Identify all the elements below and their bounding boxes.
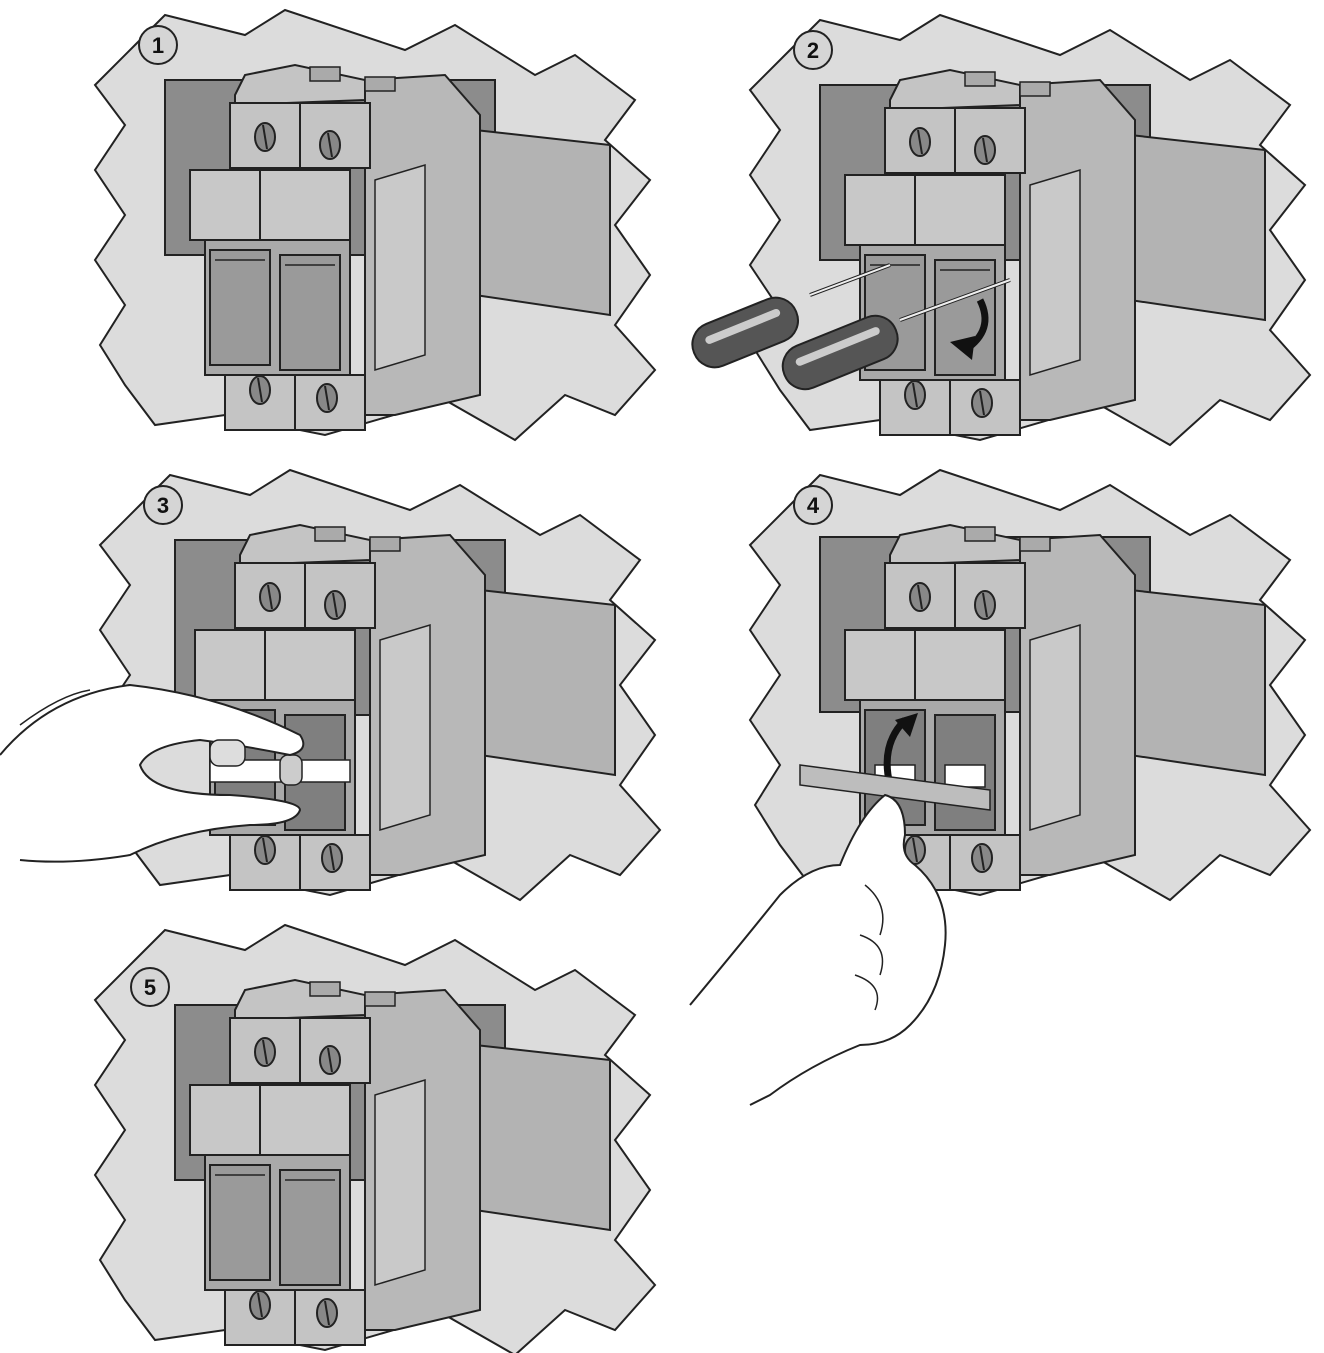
step-badge bbox=[130, 967, 170, 1007]
step-3-illustration: 3 bbox=[0, 469, 661, 901]
fuse-carrier bbox=[799, 764, 991, 811]
step-5-panel: 5 bbox=[94, 924, 665, 1353]
step-number: 5 bbox=[144, 975, 156, 1000]
step-1-panel: 1 bbox=[94, 5, 665, 445]
step-badge bbox=[138, 25, 178, 65]
fuse-cartridge bbox=[209, 739, 246, 767]
step-2-illustration: 2 bbox=[691, 14, 1311, 446]
step-4-illustration: 4 bbox=[689, 469, 1311, 1106]
step-5-illustration: 5 bbox=[94, 924, 656, 1353]
step-badge bbox=[793, 485, 833, 525]
step-3-panel: 3 bbox=[0, 465, 670, 901]
step-number: 1 bbox=[152, 33, 164, 58]
step-1-illustration: 1 bbox=[94, 9, 656, 441]
step-4-panel: 4 bbox=[689, 465, 1320, 1106]
step-2-panel: 2 bbox=[690, 10, 1320, 450]
screwdriver-icon bbox=[691, 263, 891, 369]
step-number: 3 bbox=[157, 493, 169, 518]
step-badge bbox=[143, 485, 183, 525]
screwdriver-icon bbox=[781, 278, 1011, 391]
step-number: 2 bbox=[807, 38, 819, 63]
hand-icon bbox=[689, 793, 947, 1106]
step-number: 4 bbox=[807, 493, 820, 518]
hand-icon bbox=[0, 683, 305, 863]
fuse-cartridge bbox=[944, 764, 986, 788]
step-badge bbox=[793, 30, 833, 70]
